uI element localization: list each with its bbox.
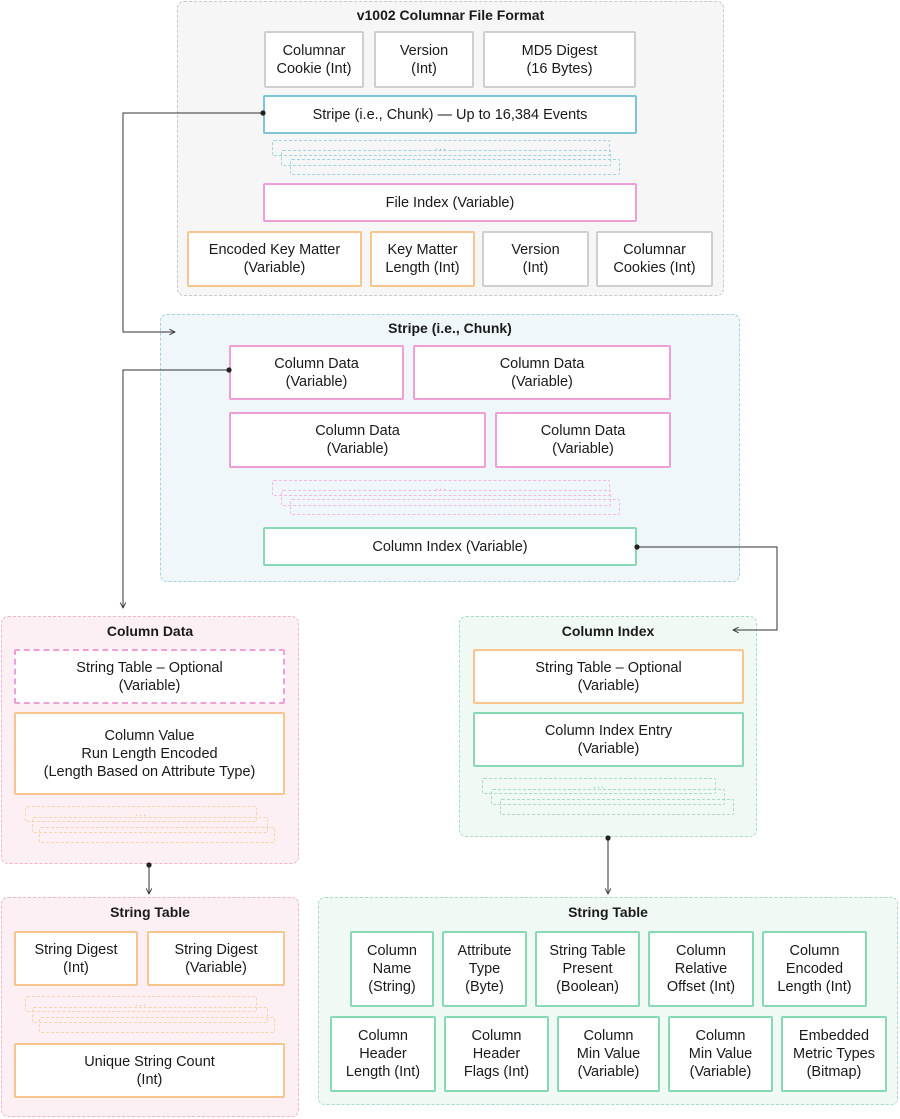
stripe-box: Stripe (i.e., Chunk) — Up to 16,384 Even… — [263, 95, 637, 134]
stripe-repeat-stack: ... — [272, 140, 622, 178]
column-value-box: Column Value Run Length Encoded (Length … — [14, 712, 285, 795]
column-header-flags-box: Column Header Flags (Int) — [444, 1016, 549, 1092]
version-footer-box: Version (Int) — [482, 231, 589, 287]
file-index-box: File Index (Variable) — [263, 183, 637, 222]
columnar-cookies-box: Columnar Cookies (Int) — [596, 231, 713, 287]
column-value-repeat-stack: ... — [25, 806, 280, 846]
columnar-cookie-box: Columnar Cookie (Int) — [264, 31, 364, 88]
column-value-ellipsis: ... — [134, 807, 148, 819]
column-encoded-length-box: Column Encoded Length (Int) — [762, 931, 867, 1007]
column-data-box-1: Column Data (Variable) — [229, 345, 404, 400]
stripe-connector-dot — [260, 110, 266, 116]
string-digest-repeat-stack: ... — [25, 996, 280, 1036]
column-index-title: Column Index — [561, 623, 655, 639]
column-data-connector-dot — [226, 367, 232, 373]
column-data-box-2: Column Data (Variable) — [413, 345, 671, 400]
string-table-optional-box: String Table – Optional (Variable) — [14, 649, 285, 704]
column-data-box-3: Column Data (Variable) — [229, 412, 486, 468]
column-min-value-box-1: Column Min Value (Variable) — [557, 1016, 660, 1092]
stripe-title: Stripe (i.e., Chunk) — [388, 320, 512, 336]
version-box: Version (Int) — [374, 31, 474, 88]
column-min-value-box-2: Column Min Value (Variable) — [668, 1016, 773, 1092]
column-index-box: Column Index (Variable) — [263, 527, 637, 566]
column-index-string-table-box: String Table – Optional (Variable) — [473, 649, 744, 704]
string-digest-int-box: String Digest (Int) — [14, 931, 138, 986]
encoded-key-matter-box: Encoded Key Matter (Variable) — [187, 231, 362, 287]
column-data-title: Column Data — [106, 623, 194, 639]
string-digest-variable-box: String Digest (Variable) — [147, 931, 285, 986]
column-index-entry-box: Column Index Entry (Variable) — [473, 712, 744, 767]
column-index-connector-dot — [634, 544, 640, 550]
column-data-box-4: Column Data (Variable) — [495, 412, 671, 468]
column-relative-offset-box: Column Relative Offset (Int) — [648, 931, 754, 1007]
column-data-bottom-dot — [146, 862, 152, 868]
column-data-repeat-stack: ... — [272, 480, 622, 518]
column-data-ellipsis: ... — [434, 481, 448, 493]
key-matter-length-box: Key Matter Length (Int) — [370, 231, 475, 287]
embedded-metric-types-box: Embedded Metric Types (Bitmap) — [781, 1016, 887, 1092]
column-data-connector — [123, 369, 229, 608]
stripe-ellipsis: ... — [434, 141, 448, 153]
column-header-length-box: Column Header Length (Int) — [330, 1016, 436, 1092]
column-index-connector — [637, 546, 778, 630]
column-index-bottom-dot — [605, 835, 611, 841]
string-table-present-box: String Table Present (Boolean) — [535, 931, 640, 1007]
column-index-ellipsis: ... — [592, 779, 606, 791]
column-index-repeat-stack: ... — [482, 778, 737, 818]
column-name-box: Column Name (String) — [350, 931, 434, 1007]
unique-string-count-box: Unique String Count (Int) — [14, 1043, 285, 1098]
attribute-type-box: Attribute Type (Byte) — [442, 931, 527, 1007]
string-table-right-title: String Table — [568, 904, 648, 920]
string-digest-ellipsis: ... — [134, 997, 148, 1009]
file-format-title: v1002 Columnar File Format — [356, 7, 545, 23]
string-table-left-title: String Table — [110, 904, 190, 920]
stripe-to-chunk-connector — [122, 112, 263, 332]
md5-digest-box: MD5 Digest (16 Bytes) — [483, 31, 636, 88]
